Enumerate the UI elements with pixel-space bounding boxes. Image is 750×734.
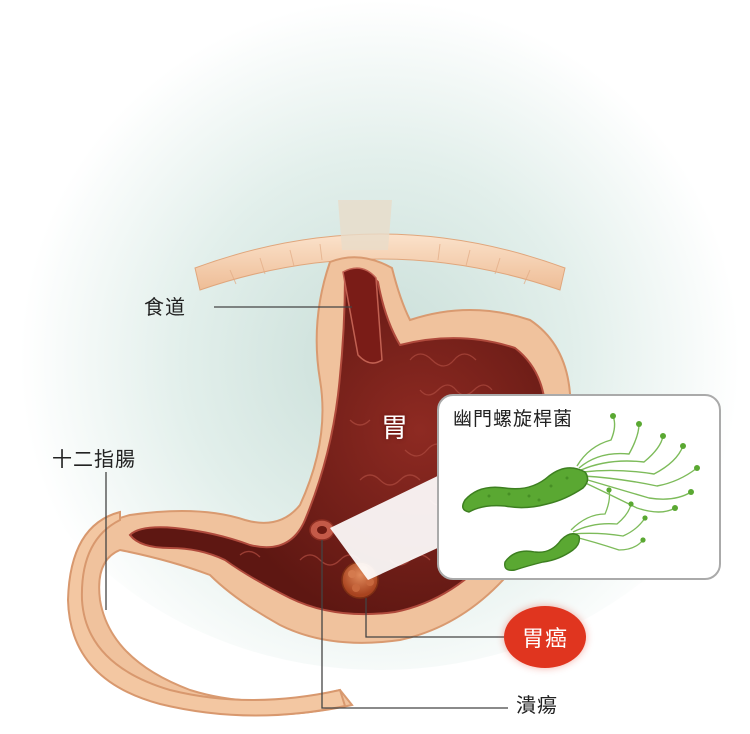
label-stomach-cancer: 胃癌 bbox=[521, 627, 568, 652]
leader-lines bbox=[105, 306, 508, 709]
inset-pointer bbox=[330, 470, 455, 580]
esophagus-canal bbox=[342, 267, 383, 364]
duodenum bbox=[66, 510, 347, 717]
bacterium-small bbox=[504, 533, 581, 572]
bacterium-large bbox=[462, 467, 589, 513]
label-ulcer: 潰瘍 bbox=[516, 693, 558, 717]
label-duodenum: 十二指腸 bbox=[52, 447, 136, 471]
bacterium-large-flagella bbox=[576, 415, 698, 513]
bacteria-illustration bbox=[462, 413, 700, 572]
bacteria-inset: 幽門螺旋桿菌 bbox=[437, 394, 721, 580]
diaphragm bbox=[194, 233, 566, 291]
bacterium-small-flagella-tips bbox=[606, 487, 648, 543]
inset-title: 幽門螺旋桿菌 bbox=[453, 408, 574, 430]
cancer-badge: 胃癌 bbox=[504, 606, 586, 668]
diaphragm-striations bbox=[229, 243, 531, 285]
label-stomach: 胃 bbox=[381, 413, 409, 444]
esophagus-upper bbox=[338, 200, 392, 250]
label-esophagus: 食道 bbox=[144, 295, 186, 319]
bacterium-small-flagella bbox=[570, 489, 646, 551]
bacterium-large-flagella-tips bbox=[610, 413, 700, 511]
